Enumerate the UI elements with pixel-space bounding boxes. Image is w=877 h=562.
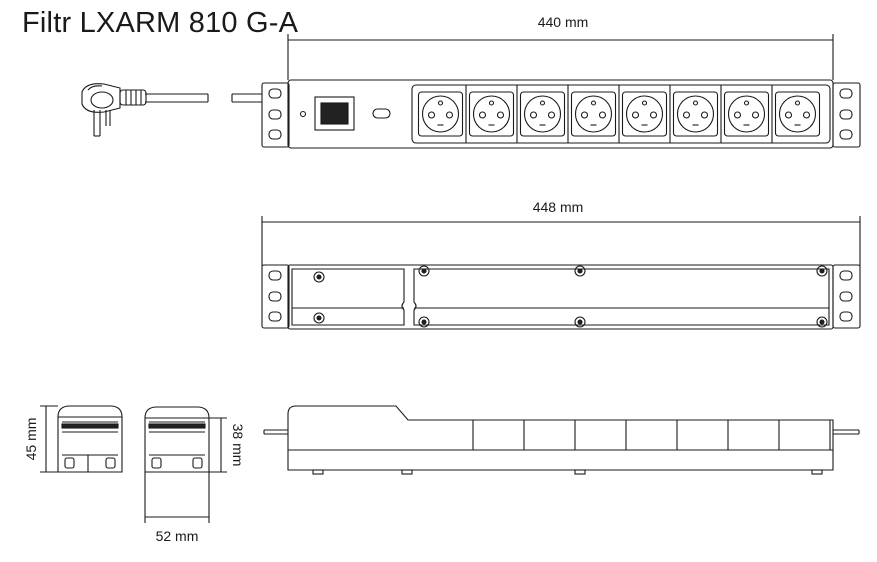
plug-cord	[81, 83, 209, 137]
top-right-rack-ear	[832, 264, 861, 329]
front-left-rack-ear	[261, 82, 290, 148]
dim-52-line	[144, 472, 210, 523]
cord-stub	[231, 93, 262, 103]
dim-52-label: 52 mm	[156, 528, 199, 544]
front-body	[287, 79, 834, 149]
screw-group	[313, 265, 828, 328]
dim-45-label: 45 mm	[23, 418, 39, 461]
dim-45-line	[40, 405, 58, 473]
top-body	[287, 264, 834, 330]
end-view-left	[57, 405, 123, 473]
top-panel-right	[413, 268, 830, 326]
socket-group	[417, 85, 821, 143]
dim-38-line	[209, 417, 227, 473]
screw-1	[313, 271, 325, 283]
dim-440-line	[287, 34, 834, 80]
screw-2	[313, 312, 325, 324]
socket-panel	[411, 84, 831, 144]
screw-4	[418, 316, 430, 328]
screw-5	[574, 265, 586, 277]
screw-7	[816, 265, 828, 277]
screw-6	[574, 316, 586, 328]
dim-440-label: 440 mm	[538, 14, 589, 30]
socket-7	[720, 85, 770, 143]
page-title: Filtr LXARM 810 G-A	[22, 7, 299, 39]
dim-38-label: 38 mm	[230, 424, 246, 467]
socket-5	[618, 85, 668, 143]
dim-448-label: 448 mm	[533, 199, 584, 215]
socket-2	[465, 85, 515, 143]
fuse-slot	[372, 108, 391, 119]
power-switch	[314, 96, 355, 131]
top-left-rack-ear	[261, 264, 290, 329]
side-socket-group	[472, 420, 831, 450]
top-panel-left	[291, 268, 405, 326]
socket-4	[567, 85, 617, 143]
end-view-right	[144, 406, 210, 473]
dim-448-line	[261, 216, 861, 266]
socket-8	[771, 85, 821, 143]
indicator-led	[299, 110, 307, 118]
socket-1	[417, 91, 464, 137]
socket-6	[669, 85, 719, 143]
screw-8	[816, 316, 828, 328]
socket-3	[516, 85, 566, 143]
front-right-rack-ear	[832, 82, 861, 148]
side-view	[263, 405, 860, 475]
screw-3	[418, 265, 430, 277]
